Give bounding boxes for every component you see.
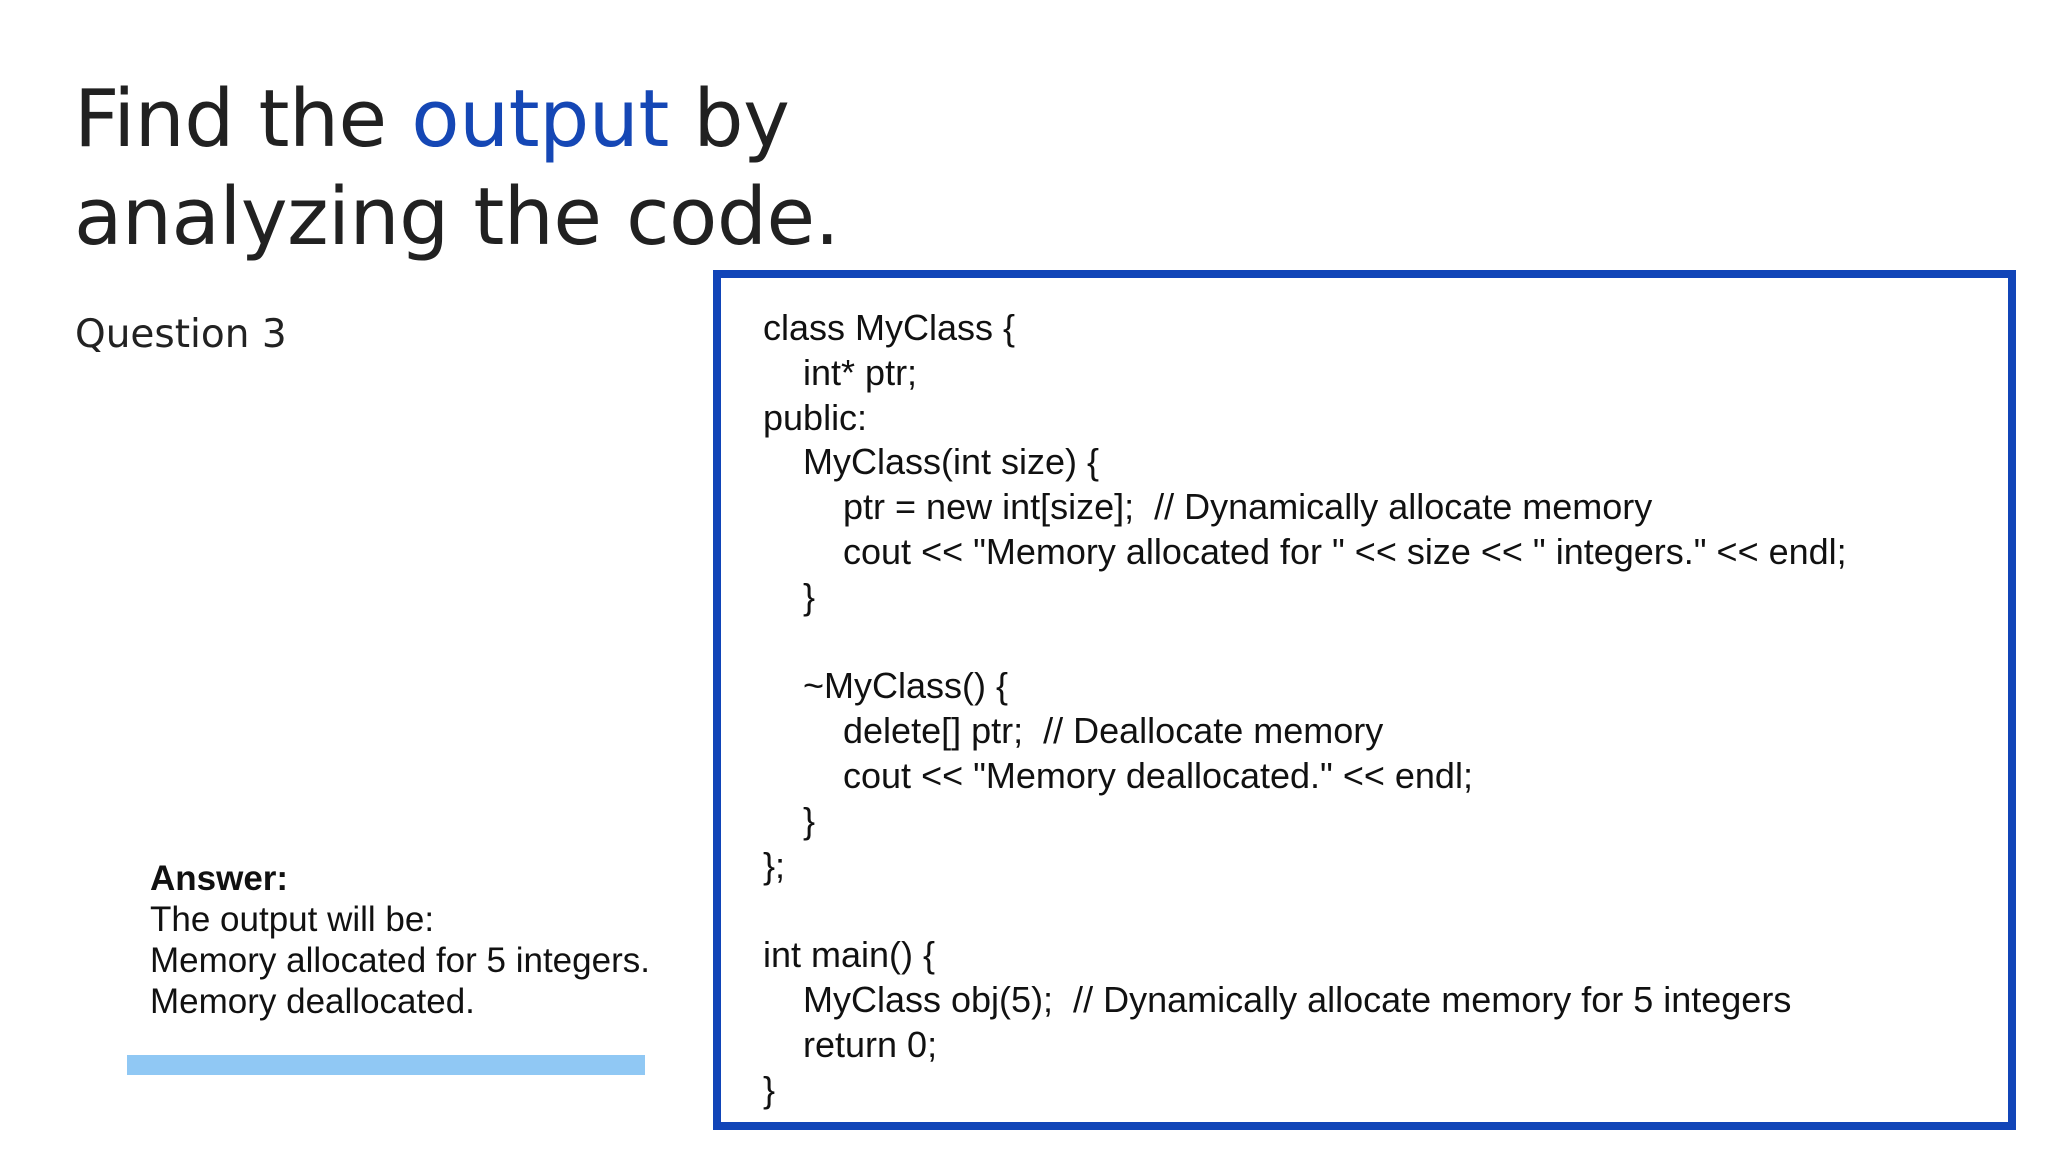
code-line: }; [763,844,786,886]
code-panel: class MyClass { int* ptr;public: MyClass… [713,270,2016,1130]
title-accent-word: output [411,73,669,165]
code-listing: class MyClass { int* ptr;public: MyClass… [763,306,1847,1112]
code-line: delete[] ptr; // Deallocate memory [763,710,1384,752]
answer-heading: Answer: [150,859,289,898]
code-line: ptr = new int[size]; // Dynamically allo… [763,486,1653,528]
code-line: } [763,575,816,617]
title-text-start: Find the [74,73,412,165]
code-line [763,888,1847,933]
code-line: return 0; [763,1023,938,1065]
code-line: ~MyClass() { [763,665,1009,707]
code-line: public: [763,396,868,438]
code-line: MyClass obj(5); // Dynamically allocate … [763,978,1792,1020]
answer-line: Memory deallocated. [150,982,475,1021]
answer-line: The output will be: [150,900,435,939]
code-line: cout << "Memory allocated for " << size … [763,530,1847,572]
answer-highlight-bar [127,1055,645,1075]
code-line: } [763,799,816,841]
answer-line: Memory allocated for 5 integers. [150,941,650,980]
code-line [763,620,1847,665]
code-line: class MyClass { [763,307,1016,348]
question-label: Question 3 [75,312,287,357]
code-line: cout << "Memory deallocated." << endl; [763,754,1473,796]
code-line: MyClass(int size) { [763,441,1100,483]
code-line: int* ptr; [763,351,918,393]
answer-block: Answer: The output will be: Memory alloc… [150,858,650,1022]
code-line: int main() { [763,934,936,976]
code-line: } [763,1068,776,1110]
